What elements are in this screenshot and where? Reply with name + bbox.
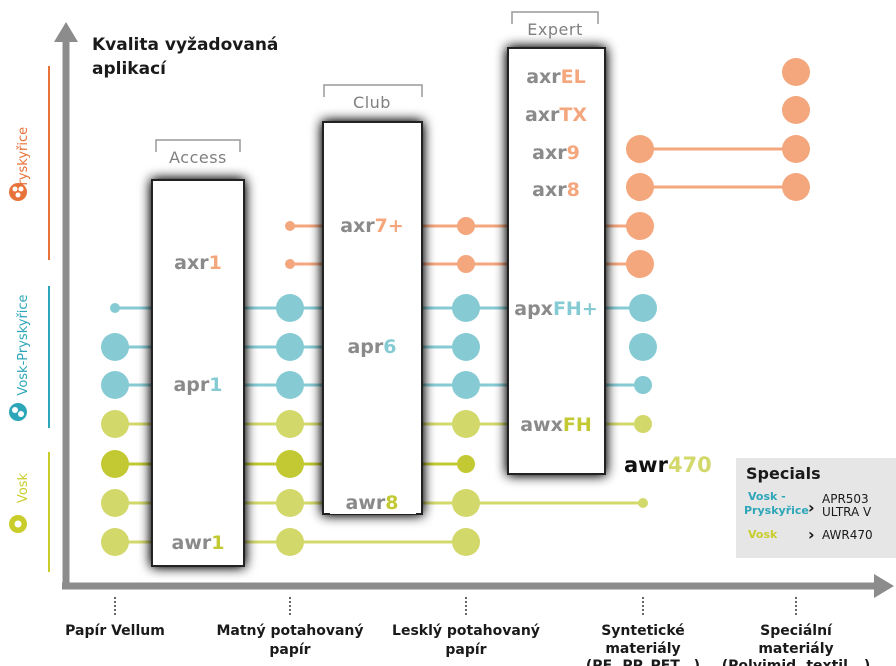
category-special-line2: materiály — [758, 641, 833, 657]
dot — [457, 455, 475, 473]
dot — [101, 489, 129, 517]
dot — [629, 333, 657, 361]
dot — [626, 212, 654, 240]
dot — [276, 410, 304, 438]
product-labels: axr1 apr1 awr1 axr7+ apr6 awr8 axrEL axr… — [160, 66, 712, 554]
product-apr6: apr6 — [347, 336, 396, 358]
category-synthetic-line2: materiály — [605, 641, 680, 657]
side-label-wax-resin: Vosk-Pryskyřice — [16, 294, 31, 395]
product-awr8: awr8 — [346, 492, 399, 514]
dot — [782, 58, 810, 86]
category-matte-line2: papír — [269, 642, 310, 658]
product-awr470: awr470 — [624, 453, 712, 477]
tier-expert: Expert — [527, 20, 582, 39]
side-label-resin: Pryskyřice — [16, 127, 31, 193]
dot — [285, 221, 295, 231]
category-special-line1: Speciální — [760, 623, 833, 639]
dot — [626, 250, 654, 278]
specials-key-wax: Vosk — [748, 528, 778, 541]
product-axr-tx: axrTX — [525, 104, 587, 126]
category-ticks — [114, 597, 797, 617]
axes — [54, 22, 894, 598]
product-axr8: axr8 — [532, 179, 580, 201]
dot — [626, 173, 654, 201]
side-legend: Pryskyřice Vosk-Pryskyřice Vosk — [9, 66, 50, 572]
tier-access: Access — [169, 148, 227, 167]
product-axr1: axr1 — [174, 252, 222, 274]
dot — [452, 371, 480, 399]
compatibility-dots — [101, 58, 810, 556]
product-awx-fh: awxFH — [520, 414, 592, 436]
dot — [452, 489, 480, 517]
dot — [276, 333, 304, 361]
specials-val-ultra-v: ULTRA V — [822, 505, 872, 519]
category-labels: Papír Vellum Matný potahovaný papír Lesk… — [65, 623, 870, 666]
dot — [452, 528, 480, 556]
dot — [782, 96, 810, 124]
dot — [276, 294, 304, 322]
specials-val-awr470: AWR470 — [822, 528, 873, 542]
category-synthetic-line1: Syntetické — [601, 623, 685, 639]
specials-key-wax-resin-a: Vosk - — [748, 490, 786, 503]
specials-box: Specials Vosk - Pryskyřice › APR503 ULTR… — [736, 458, 896, 558]
dot — [110, 303, 120, 313]
specials-val-apr503: APR503 — [822, 492, 869, 506]
tier-club: Club — [353, 93, 391, 112]
dot — [629, 294, 657, 322]
dot — [276, 450, 304, 478]
dot — [101, 450, 129, 478]
expert-column — [507, 47, 606, 475]
category-matte-line1: Matný potahovaný — [216, 623, 363, 639]
side-label-wax: Vosk — [16, 472, 31, 503]
dot — [285, 259, 295, 269]
dot — [452, 294, 480, 322]
dot — [101, 528, 129, 556]
dot — [276, 371, 304, 399]
product-apx-fh-plus: apxFH+ — [514, 298, 598, 320]
specials-title: Specials — [746, 464, 821, 483]
dot — [457, 255, 475, 273]
category-gloss-line2: papír — [445, 642, 486, 658]
tier-brackets: Access Club Expert — [155, 11, 599, 167]
dot — [626, 135, 654, 163]
category-synthetic-line3: (PE, PP, PET...) — [586, 658, 700, 666]
dot — [276, 528, 304, 556]
category-vellum: Papír Vellum — [65, 623, 165, 639]
chevron-right-icon: › — [808, 525, 815, 544]
category-special-line3: (Polyimid, textil...) — [722, 658, 870, 666]
dot — [782, 173, 810, 201]
wax-resin-icon — [9, 403, 27, 421]
product-awr1: awr1 — [172, 532, 225, 554]
specials-key-wax-resin-b: Pryskyřice — [744, 504, 809, 517]
dot — [782, 135, 810, 163]
dot — [638, 498, 648, 508]
dot — [101, 371, 129, 399]
resin-icon — [9, 183, 27, 201]
dot — [634, 415, 652, 433]
dot — [457, 217, 475, 235]
dot — [452, 410, 480, 438]
product-axr-el: axrEL — [526, 66, 586, 88]
axis-title-line1: Kvalita vyžadovaná — [92, 35, 278, 55]
product-apr1: apr1 — [173, 374, 222, 396]
dot — [101, 333, 129, 361]
chevron-right-icon: › — [808, 498, 815, 517]
product-axr9: axr9 — [532, 142, 580, 164]
wax-icon — [9, 515, 27, 533]
dot — [634, 376, 652, 394]
dot — [452, 333, 480, 361]
axis-title-line2: aplikací — [92, 59, 167, 79]
category-gloss-line1: Lesklý potahovaný — [392, 623, 540, 639]
club-column — [322, 121, 423, 515]
dot — [101, 410, 129, 438]
product-columns — [151, 47, 606, 567]
product-axr7-plus: axr7+ — [340, 215, 404, 237]
dot — [276, 489, 304, 517]
